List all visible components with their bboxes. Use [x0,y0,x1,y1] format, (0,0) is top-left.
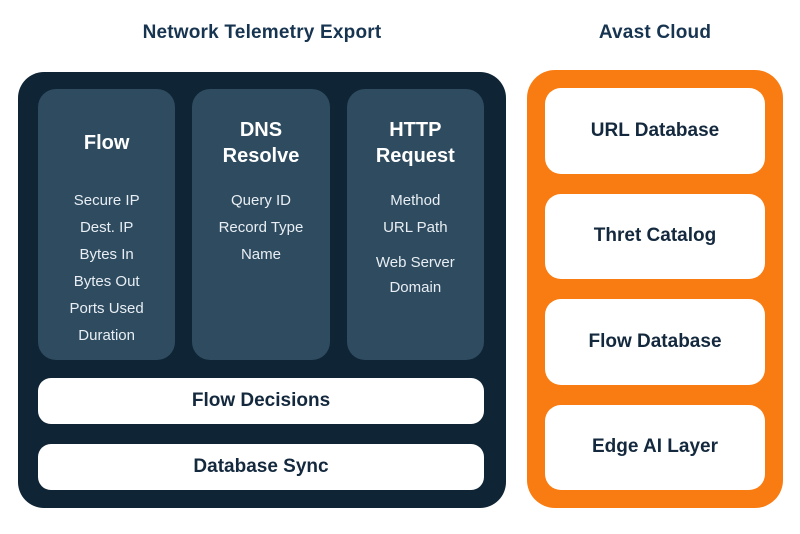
telemetry-columns: Flow Secure IP Dest. IP Bytes In Bytes O… [38,89,484,360]
column-http-request-title: HTTP Request [375,119,455,167]
list-item: Bytes In [79,246,134,263]
list-item: Name [240,246,281,263]
list-item: Duration [78,327,135,344]
cloud-box-edge-ai-layer: Edge AI Layer [545,404,765,490]
telemetry-panel: Flow Secure IP Dest. IP Bytes In Bytes O… [18,72,506,508]
column-dns-resolve-title: DNS Resolve [222,119,300,167]
cloud-box-url-database: URL Database [545,88,765,174]
cloud-box-flow-database: Flow Database [545,299,765,385]
list-item: URL Path [383,219,448,236]
list-item: Query ID [230,192,291,209]
flow-decisions-bar: Flow Decisions [38,378,484,424]
list-item: Ports Used [69,300,144,317]
database-sync-bar: Database Sync [38,444,484,490]
column-http-request: HTTP Request Method URL Path Web Server … [346,89,484,360]
list-item: Dest. IP [79,219,134,236]
column-http-request-items: Method URL Path Web Server Domain [355,187,476,300]
list-item: Method [390,192,441,209]
column-flow: Flow Secure IP Dest. IP Bytes In Bytes O… [38,89,176,360]
cloud-panel: URL Database Thret Catalog Flow Database… [527,70,783,508]
list-item: Web Server Domain [375,254,455,296]
list-item: Record Type [218,219,304,236]
cloud-title: Avast Cloud [598,22,712,43]
telemetry-title: Network Telemetry Export [142,22,382,43]
list-item: Secure IP [73,192,140,209]
right-arrow-icon [487,266,500,310]
column-flow-title: Flow [83,132,130,154]
list-item: Bytes Out [73,273,140,290]
column-dns-resolve-items: Query ID Record Type Name [200,187,321,268]
column-dns-resolve: DNS Resolve Query ID Record Type Name [192,89,330,360]
column-flow-items: Secure IP Dest. IP Bytes In Bytes Out Po… [46,187,167,349]
cloud-box-thret-catalog: Thret Catalog [545,193,765,279]
